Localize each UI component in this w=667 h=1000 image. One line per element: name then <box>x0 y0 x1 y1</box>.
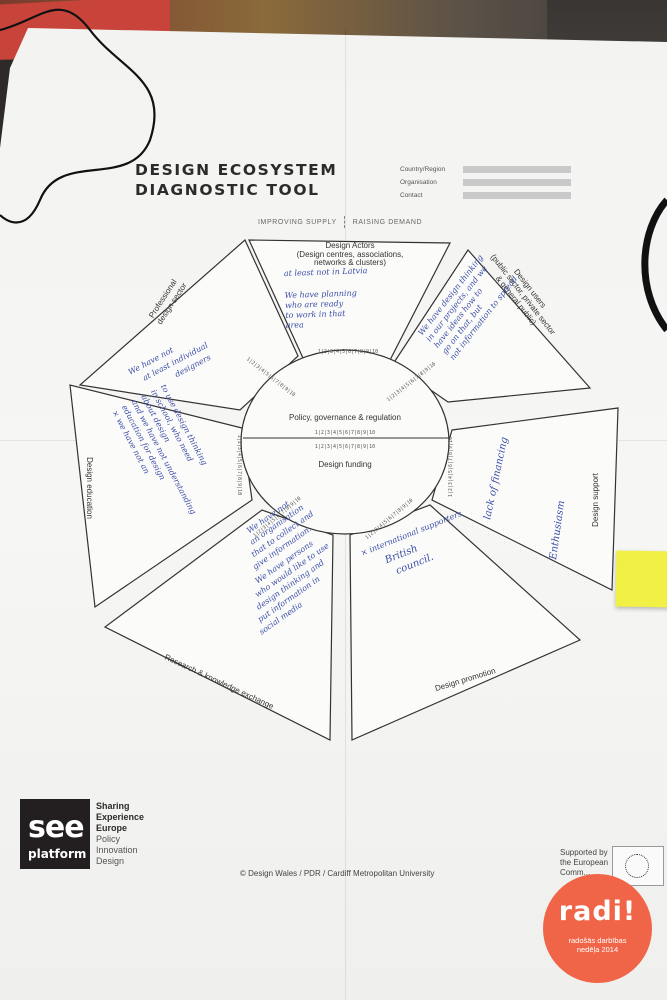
scale-design-support: 1|2|3|4|5|6|7|8|9|10 <box>448 437 454 497</box>
eu-line-1: Supported by <box>560 848 608 857</box>
scale-design-education: 1|2|3|4|5|6|7|8|9|10 <box>236 435 242 495</box>
note-design-actors-3: who are ready <box>285 299 344 310</box>
note-design-actors-1: at least not in Latvia <box>284 266 368 278</box>
design-support-label: Design support <box>591 472 600 527</box>
badge-line-2: nedēļa 2014 <box>576 945 619 954</box>
meta-field-organisation <box>463 179 571 186</box>
meta-row-organisation: Organisation <box>400 176 571 189</box>
notes-design-actors: at least not in Latvia We have planning … <box>284 266 368 330</box>
badge-word: radi! <box>558 896 637 927</box>
meta-field-country <box>463 166 571 173</box>
design-education-label: Design education <box>85 457 94 519</box>
segment-professional <box>78 239 299 411</box>
headphone-band <box>641 197 667 333</box>
meta-row-country: Country/Region <box>400 163 571 176</box>
logo-tagline-1: Sharing <box>96 801 130 811</box>
meta-label-country: Country/Region <box>400 166 446 173</box>
meta-row-contact: Contact <box>400 189 571 202</box>
logo-tagline-2: Experience <box>96 812 145 822</box>
segment-design-users <box>392 249 592 403</box>
supply-demand-header: IMPROVING SUPPLY RAISING DEMAND <box>258 216 422 228</box>
meta-field-contact <box>463 192 571 199</box>
eu-line-3: Comm... <box>560 868 591 877</box>
center-bottom-scale: 1|2|3|4|5|6|7|8|9|10 <box>315 444 375 450</box>
raising-demand-label: RAISING DEMAND <box>352 218 423 226</box>
logo-tagline-6: Design <box>96 856 125 866</box>
logo-tagline: Sharing Experience Europe Policy Innovat… <box>96 801 144 867</box>
copyright-text: © Design Wales / PDR / Cardiff Metropoli… <box>240 869 435 878</box>
supply-demand-divider <box>343 216 346 228</box>
logo-tagline-4: Policy <box>96 834 121 844</box>
badge-line-1: radošās darbības <box>568 936 627 945</box>
logo-tagline-3: Europe <box>96 823 128 833</box>
eu-stars-icon <box>625 854 649 878</box>
logo-tagline-5: Innovation <box>96 845 138 855</box>
poster-meta-fields: Country/Region Organisation Contact <box>400 163 571 202</box>
eu-support-text: Supported by the European Comm... <box>560 848 620 878</box>
center-top-label: Policy, governance & regulation <box>289 413 401 422</box>
meta-label-contact: Contact <box>400 192 423 199</box>
note-design-actors-2: We have planning <box>285 288 357 300</box>
design-actors-label-2: (Design centres, associations, <box>297 250 404 259</box>
eu-line-2: the European <box>560 858 609 867</box>
badge-subtitle: radošās darbības nedēļa 2014 <box>543 936 652 954</box>
scale-design-actors: 1|2|3|4|5|6|7|8|9|10 <box>318 349 378 355</box>
sticky-note <box>615 550 667 608</box>
design-actors-label-1: Design Actors <box>325 241 374 250</box>
improving-supply-label: IMPROVING SUPPLY <box>258 218 337 226</box>
note-design-actors-5: area <box>286 320 305 330</box>
poster-title-line2: DIAGNOSTIC TOOL <box>135 181 320 199</box>
meta-label-organisation: Organisation <box>400 179 437 186</box>
logo-platform-text: platform <box>28 847 87 861</box>
center-bottom-label: Design funding <box>318 460 371 469</box>
headphone-cable <box>0 8 156 224</box>
note-design-actors-4: to work in that <box>285 309 346 320</box>
design-actors-label-3: networks & clusters) <box>314 258 386 267</box>
segment-research <box>103 509 334 741</box>
poster-title-line1: DESIGN ECOSYSTEM <box>135 161 338 179</box>
see-platform-logo: see platform <box>20 799 90 869</box>
logo-see-text: see <box>28 810 85 845</box>
center-top-scale: 1|2|3|4|5|6|7|8|9|10 <box>315 430 375 436</box>
poster-title: DESIGN ECOSYSTEM DIAGNOSTIC TOOL <box>135 160 337 200</box>
radi-badge: radi! radošās darbības nedēļa 2014 <box>543 874 652 983</box>
center-circle <box>240 349 450 535</box>
